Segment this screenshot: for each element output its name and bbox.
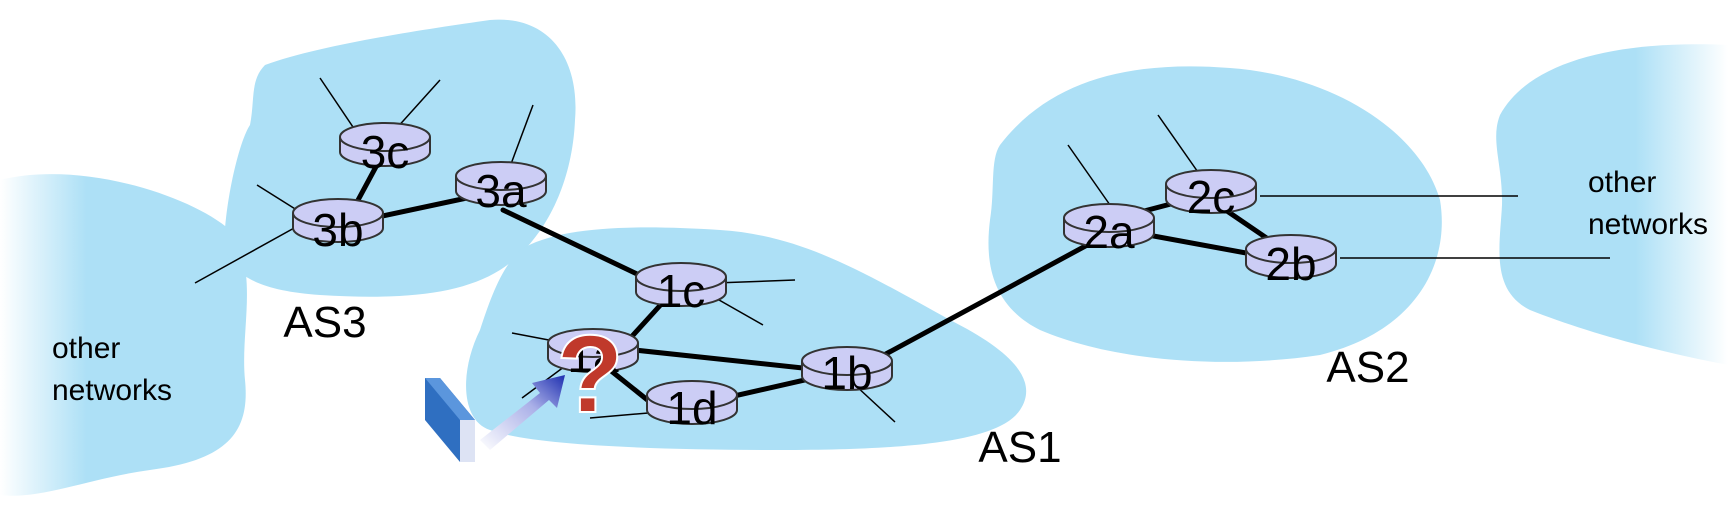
- other-networks-right-line2: networks: [1588, 208, 1708, 241]
- other-networks-left-line2: networks: [52, 374, 172, 407]
- router-label-3b: 3b: [312, 204, 363, 256]
- router-label-1d: 1d: [666, 382, 717, 434]
- router-label-1a: 1a: [567, 330, 619, 382]
- other-networks-right-cloud: [1496, 44, 1728, 366]
- router-label-1c: 1c: [657, 265, 706, 317]
- as1-label: AS1: [978, 423, 1061, 472]
- other-networks-left-cloud: [0, 174, 247, 496]
- router-2c[interactable]: 2c: [1165, 169, 1257, 223]
- other-networks-right-line1: other: [1588, 166, 1656, 199]
- router-label-1b: 1b: [821, 347, 872, 399]
- packet-icon: [425, 378, 475, 462]
- router-2a[interactable]: 2a: [1063, 203, 1155, 258]
- router-1b[interactable]: 1b: [801, 346, 893, 399]
- router-label-3c: 3c: [361, 126, 410, 178]
- router-1d[interactable]: 1d: [646, 380, 738, 434]
- as2-cloud: [988, 66, 1442, 362]
- as3-label: AS3: [283, 298, 366, 347]
- router-label-2c: 2c: [1187, 171, 1236, 223]
- router-label-3a: 3a: [475, 165, 527, 217]
- as1-cloud: [466, 227, 1027, 450]
- router-3c[interactable]: 3c: [339, 122, 431, 178]
- router-2b[interactable]: 2b: [1245, 234, 1337, 290]
- router-3b[interactable]: 3b: [292, 198, 384, 256]
- arrow-icon: [480, 375, 565, 450]
- router-1a[interactable]: 1a: [547, 328, 639, 382]
- router-label-2a: 2a: [1083, 206, 1135, 258]
- as2-label: AS2: [1326, 343, 1409, 392]
- router-label-2b: 2b: [1265, 238, 1316, 290]
- router-3a[interactable]: 3a: [455, 161, 547, 217]
- router-1c[interactable]: 1c: [635, 262, 727, 317]
- question-mark: ?: [556, 313, 623, 436]
- other-networks-left-line1: other: [52, 332, 120, 365]
